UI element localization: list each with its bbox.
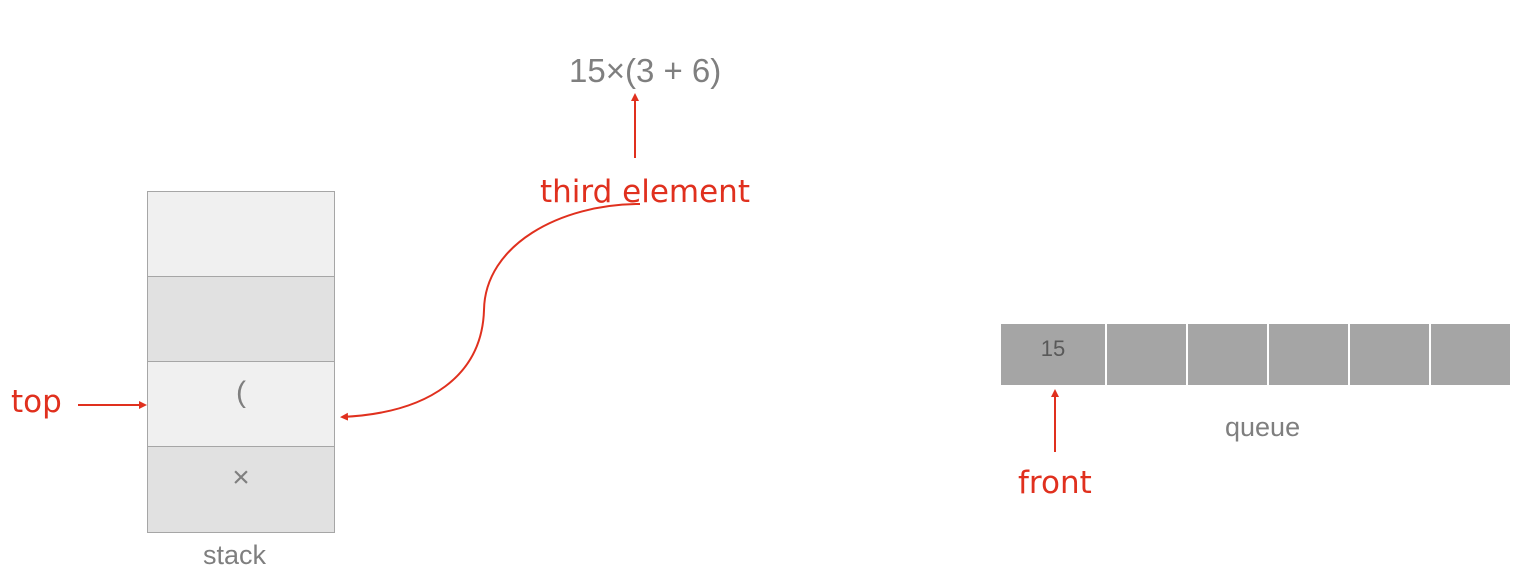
stack-cell-value: ( xyxy=(236,376,246,409)
stack-cell: × xyxy=(148,447,334,532)
stack-cell-top: ( xyxy=(148,362,334,447)
queue-caption: queue xyxy=(1225,412,1301,442)
queue-container: 15 xyxy=(1001,324,1510,385)
queue-cell-value: 15 xyxy=(1040,336,1066,361)
queue-cell xyxy=(1107,324,1188,385)
queue-cell xyxy=(1431,324,1510,385)
stack-container: ( × xyxy=(147,191,335,533)
stack-cell xyxy=(148,277,334,362)
stack-cell-value: × xyxy=(232,461,250,494)
stack-cell xyxy=(148,192,334,277)
expression-text: 15×(3 + 6) xyxy=(569,52,722,89)
queue-cell xyxy=(1269,324,1350,385)
top-label: top xyxy=(11,384,62,420)
queue-cell xyxy=(1350,324,1431,385)
front-label: front xyxy=(1018,465,1092,501)
queue-cell xyxy=(1188,324,1269,385)
third-element-label: third element xyxy=(540,174,750,210)
stack-caption: stack xyxy=(203,540,267,570)
third-element-curve-arrow xyxy=(340,203,641,421)
queue-cell-front: 15 xyxy=(1001,324,1107,385)
